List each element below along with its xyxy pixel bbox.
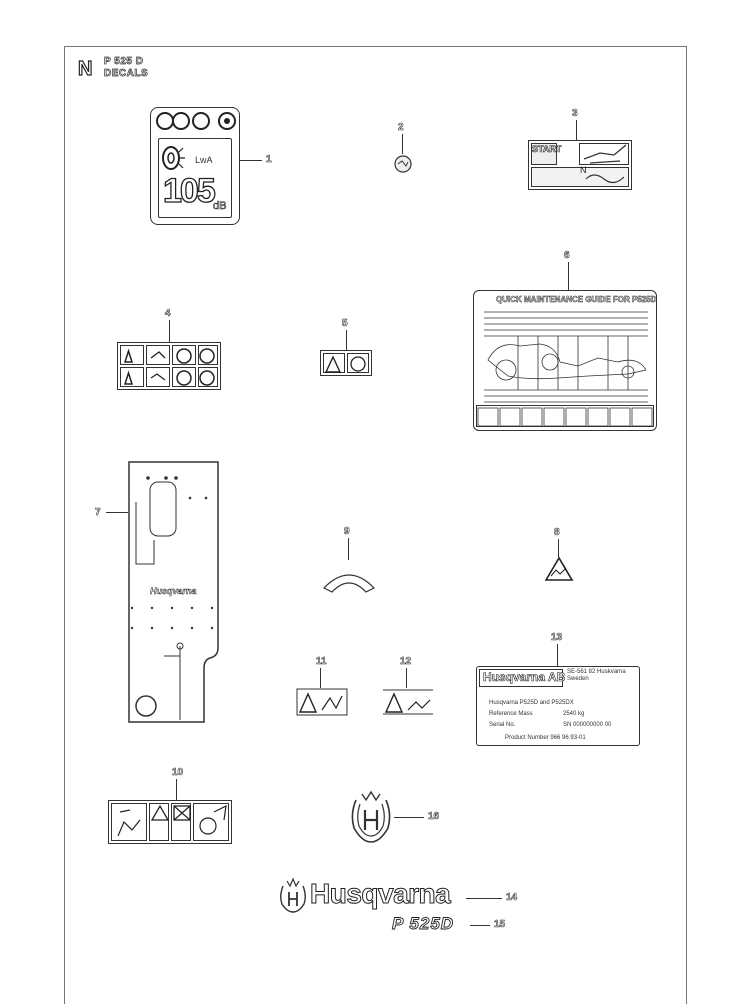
decal-8-warning-triangle-icon (544, 556, 574, 581)
decal-14-crown-icon (280, 877, 306, 913)
callout-13: 13 (551, 632, 563, 644)
decal-10-pictograms (117, 804, 227, 837)
type-plate-footer: Product Number 966 96 93-01 (505, 735, 586, 741)
decal-3-start-label: START N (528, 140, 632, 190)
type-plate-serial-label: Serial No. (489, 722, 516, 728)
noise-value: 105 (162, 171, 216, 210)
section-title: DECALS (104, 68, 149, 80)
type-plate-model: Husqvarna P525D and P525DX (489, 700, 574, 706)
type-plate-serial-value: SN 000000000 00 (563, 722, 612, 728)
decal-2-round-icon (394, 155, 412, 173)
callout-14: 14 (506, 892, 518, 904)
callout-9: 9 (344, 526, 350, 538)
decal-9-arc-strip (323, 574, 375, 593)
decal-10-safety-label (108, 800, 232, 844)
type-plate-mass-label: Reference Mass (489, 711, 533, 717)
decal-12-warning-label (383, 689, 433, 715)
model-heading: P 525 D (104, 56, 144, 68)
maintenance-guide-title: QUICK MAINTENANCE GUIDE FOR P525D (496, 295, 657, 305)
decal-13-type-plate: Husqvarna AB SE-561 82 Huskvarna Sweden … (476, 666, 640, 746)
hazard-triangle-icon (324, 355, 366, 373)
type-plate-address: SE-561 82 Huskvarna Sweden (567, 669, 626, 682)
callout-8: 8 (554, 527, 560, 539)
pedal-icon (583, 144, 627, 184)
noise-unit: dB (213, 200, 227, 213)
warning-triangle-icon (123, 348, 215, 386)
decal-7-control-panel (128, 461, 219, 723)
callout-16: 16 (428, 811, 440, 823)
ce-mark-icon (156, 112, 236, 130)
callout-5: 5 (342, 318, 348, 330)
decal-14-wordmark: Husqvarna (309, 878, 451, 910)
decal-11-warning-label (296, 688, 348, 716)
decal-15-model-badge: P 525D (392, 914, 455, 934)
callout-4: 4 (165, 308, 171, 320)
decal-16-crown-logo-icon (351, 790, 391, 843)
callout-6: 6 (564, 250, 570, 262)
type-plate-brand: Husqvarna AB (483, 670, 566, 685)
start-text: START (532, 144, 562, 155)
callout-11: 11 (316, 656, 327, 668)
callout-15: 15 (494, 919, 506, 931)
type-plate-mass-value: 2540 kg (563, 711, 585, 717)
neutral-text: N (580, 165, 587, 175)
callout-1: 1 (266, 154, 272, 166)
decal-7-brand: Husqvarna (150, 586, 197, 597)
callout-10: 10 (172, 767, 184, 779)
maintenance-diagram (477, 311, 653, 427)
callout-12: 12 (400, 656, 412, 668)
callout-3: 3 (572, 108, 578, 120)
callout-2: 2 (398, 122, 404, 134)
section-letter: N (77, 57, 93, 80)
drawing-frame (64, 46, 687, 1004)
lwa-label: LwA (195, 155, 213, 165)
callout-7: 7 (95, 507, 101, 519)
ear-protection-icon (162, 146, 185, 170)
